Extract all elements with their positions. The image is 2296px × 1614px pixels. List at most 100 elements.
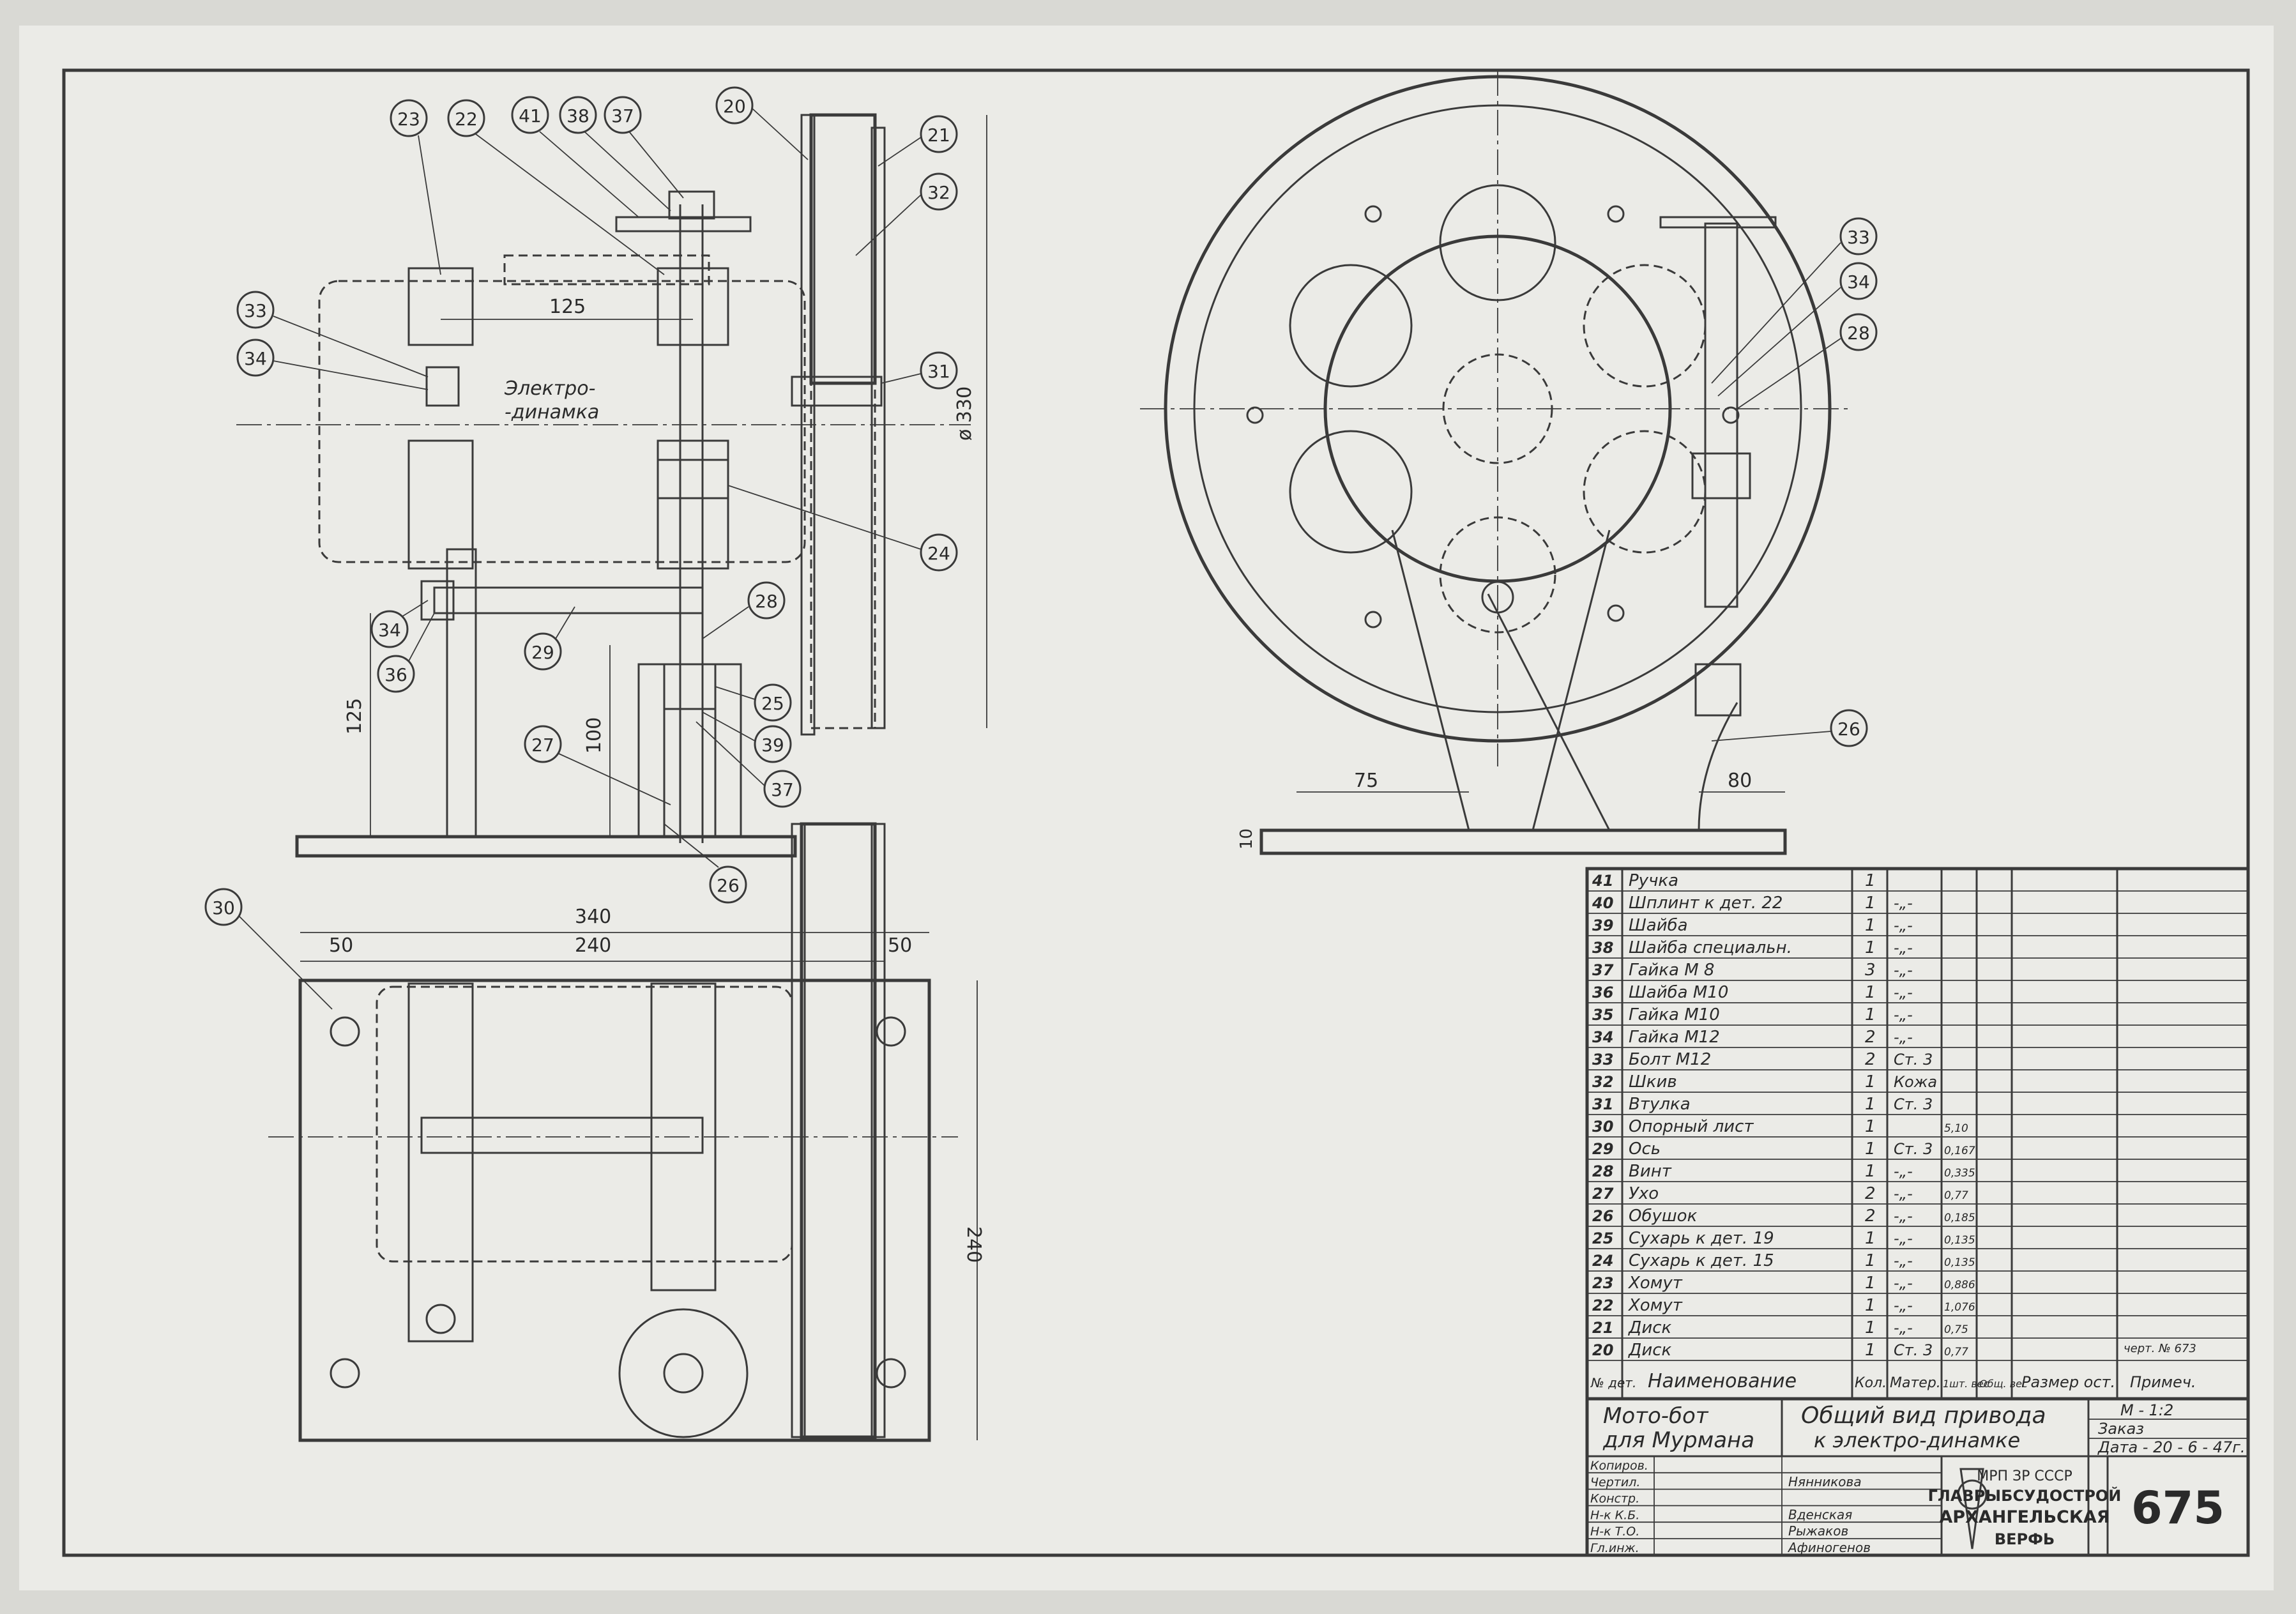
screw-front [1704, 222, 1738, 608]
pulley-lower [810, 382, 876, 729]
parts-cell-name: Хомут [1627, 1274, 1683, 1293]
parts-header-note: Примеч. [2130, 1373, 2196, 1391]
parts-cell-qty: 1 [1865, 1341, 1876, 1360]
parts-cell-qty: 2 [1865, 1028, 1876, 1047]
parts-cell-name: Втулка [1629, 1095, 1691, 1114]
svg-text:41: 41 [519, 105, 542, 126]
dim-240-vert: 240 [962, 1226, 985, 1263]
parts-cell-name: Опорный лист [1629, 1117, 1754, 1136]
dim-100: 100 [583, 717, 605, 754]
parts-header-pos: № дет. [1590, 1375, 1636, 1390]
parts-cell-pos: 38 [1592, 939, 1613, 957]
org-line-3: АРХАНГЕЛЬСКАЯ [1939, 1507, 2110, 1527]
parts-cell-qty: 1 [1865, 1139, 1876, 1159]
svg-text:36: 36 [384, 664, 407, 685]
front-callouts: 33 34 28 26 [1711, 217, 1878, 747]
callout-26-a: 26 [664, 823, 747, 904]
organization-emblem [1957, 1468, 1988, 1549]
axle-nut [1481, 581, 1514, 614]
parts-cell-wt: 1,076 [1944, 1301, 1975, 1314]
sheet-frame [62, 68, 2250, 1557]
parts-cell-name: Ось [1629, 1139, 1661, 1159]
clamp-22-bottom [657, 439, 729, 570]
pulley-plan [800, 822, 877, 1439]
parts-cell-pos: 39 [1592, 917, 1613, 934]
parts-cell-qty: 1 [1865, 916, 1876, 935]
hub-31 [791, 376, 883, 407]
parts-cell-qty: 2 [1865, 1050, 1876, 1069]
parts-cell-wt: 5,10 [1944, 1122, 1968, 1135]
bolt-plan-5 [876, 1358, 906, 1389]
svg-text:31: 31 [927, 361, 950, 382]
callout-36: 36 [377, 613, 435, 693]
svg-text:21: 21 [927, 125, 950, 146]
callout-28: 28 [702, 581, 786, 639]
parts-cell-mat: -„- [1894, 1162, 1913, 1180]
slide-24 [657, 459, 729, 499]
parts-cell-pos: 32 [1592, 1073, 1613, 1091]
callout-29: 29 [524, 606, 575, 671]
clamp-front [1691, 452, 1751, 499]
parts-cell-wt: 0,135 [1944, 1256, 1975, 1269]
parts-cell-qty: 1 [1865, 1296, 1876, 1315]
motor-body [318, 280, 806, 563]
role-label: Н-к К.Б. [1590, 1508, 1639, 1522]
pulley-plan-disk-a [791, 823, 806, 1438]
parts-cell-mat: -„- [1894, 939, 1913, 957]
role-name: Рыжаков [1788, 1523, 1848, 1539]
motor-label-1: Электро- [504, 377, 595, 400]
parts-cell-name: Ухо [1629, 1184, 1659, 1203]
parts-cell-pos: 36 [1592, 984, 1613, 1001]
dim-50-left: 50 [329, 934, 353, 957]
role-name: Афиногенов [1787, 1540, 1871, 1555]
svg-text:24: 24 [927, 543, 950, 564]
svg-text:29: 29 [531, 642, 554, 663]
lightening-hole-4 [1289, 430, 1413, 554]
handwheel-plan [618, 1308, 749, 1438]
bolt-hole-4 [1722, 406, 1740, 424]
parts-cell-qty: 1 [1865, 1117, 1876, 1136]
callout-33-front: 33 [1711, 217, 1878, 384]
dim-80: 80 [1728, 770, 1752, 792]
scale: М - 1:2 [2120, 1401, 2173, 1419]
nut-36 [420, 580, 455, 621]
support-plate-30 [298, 978, 931, 1442]
parts-cell-name: Шкив [1629, 1072, 1677, 1092]
svg-text:39: 39 [761, 735, 784, 756]
svg-text:34: 34 [1847, 271, 1870, 293]
svg-text:25: 25 [761, 693, 784, 714]
axle-29 [433, 586, 704, 614]
callout-22: 22 [447, 99, 665, 275]
parts-cell-qty: 1 [1865, 938, 1876, 957]
plan-view: 340 50 240 50 240 30 [204, 822, 985, 1442]
parts-cell-pos: 40 [1592, 894, 1613, 912]
callout-32: 32 [855, 172, 958, 256]
role-label: Копиров. [1590, 1459, 1648, 1473]
parts-cell-qty: 1 [1865, 894, 1876, 913]
role-label: Чертил. [1590, 1475, 1640, 1489]
parts-cell-qty: 1 [1865, 1162, 1876, 1181]
svg-text:27: 27 [531, 735, 554, 756]
date: Дата - 20 - 6 - 47г. [2097, 1438, 2245, 1456]
bolt-plan-2 [876, 1016, 906, 1047]
bolt-plan-1 [330, 1016, 360, 1047]
svg-text:33: 33 [1847, 227, 1870, 248]
drawing-title-1: Общий вид привода [1801, 1403, 2046, 1429]
parts-cell-wt: 0,335 [1944, 1167, 1975, 1180]
parts-cell-qty: 1 [1865, 1005, 1876, 1024]
parts-cell-wt: 0,167 [1944, 1145, 1975, 1157]
callout-31: 31 [881, 351, 958, 390]
parts-cell-name: Шплинт к дет. 22 [1629, 894, 1783, 913]
axle-plan [420, 1116, 704, 1154]
svg-text:20: 20 [723, 96, 746, 117]
parts-cell-qty: 1 [1865, 1229, 1876, 1248]
svg-text:34: 34 [378, 620, 401, 641]
